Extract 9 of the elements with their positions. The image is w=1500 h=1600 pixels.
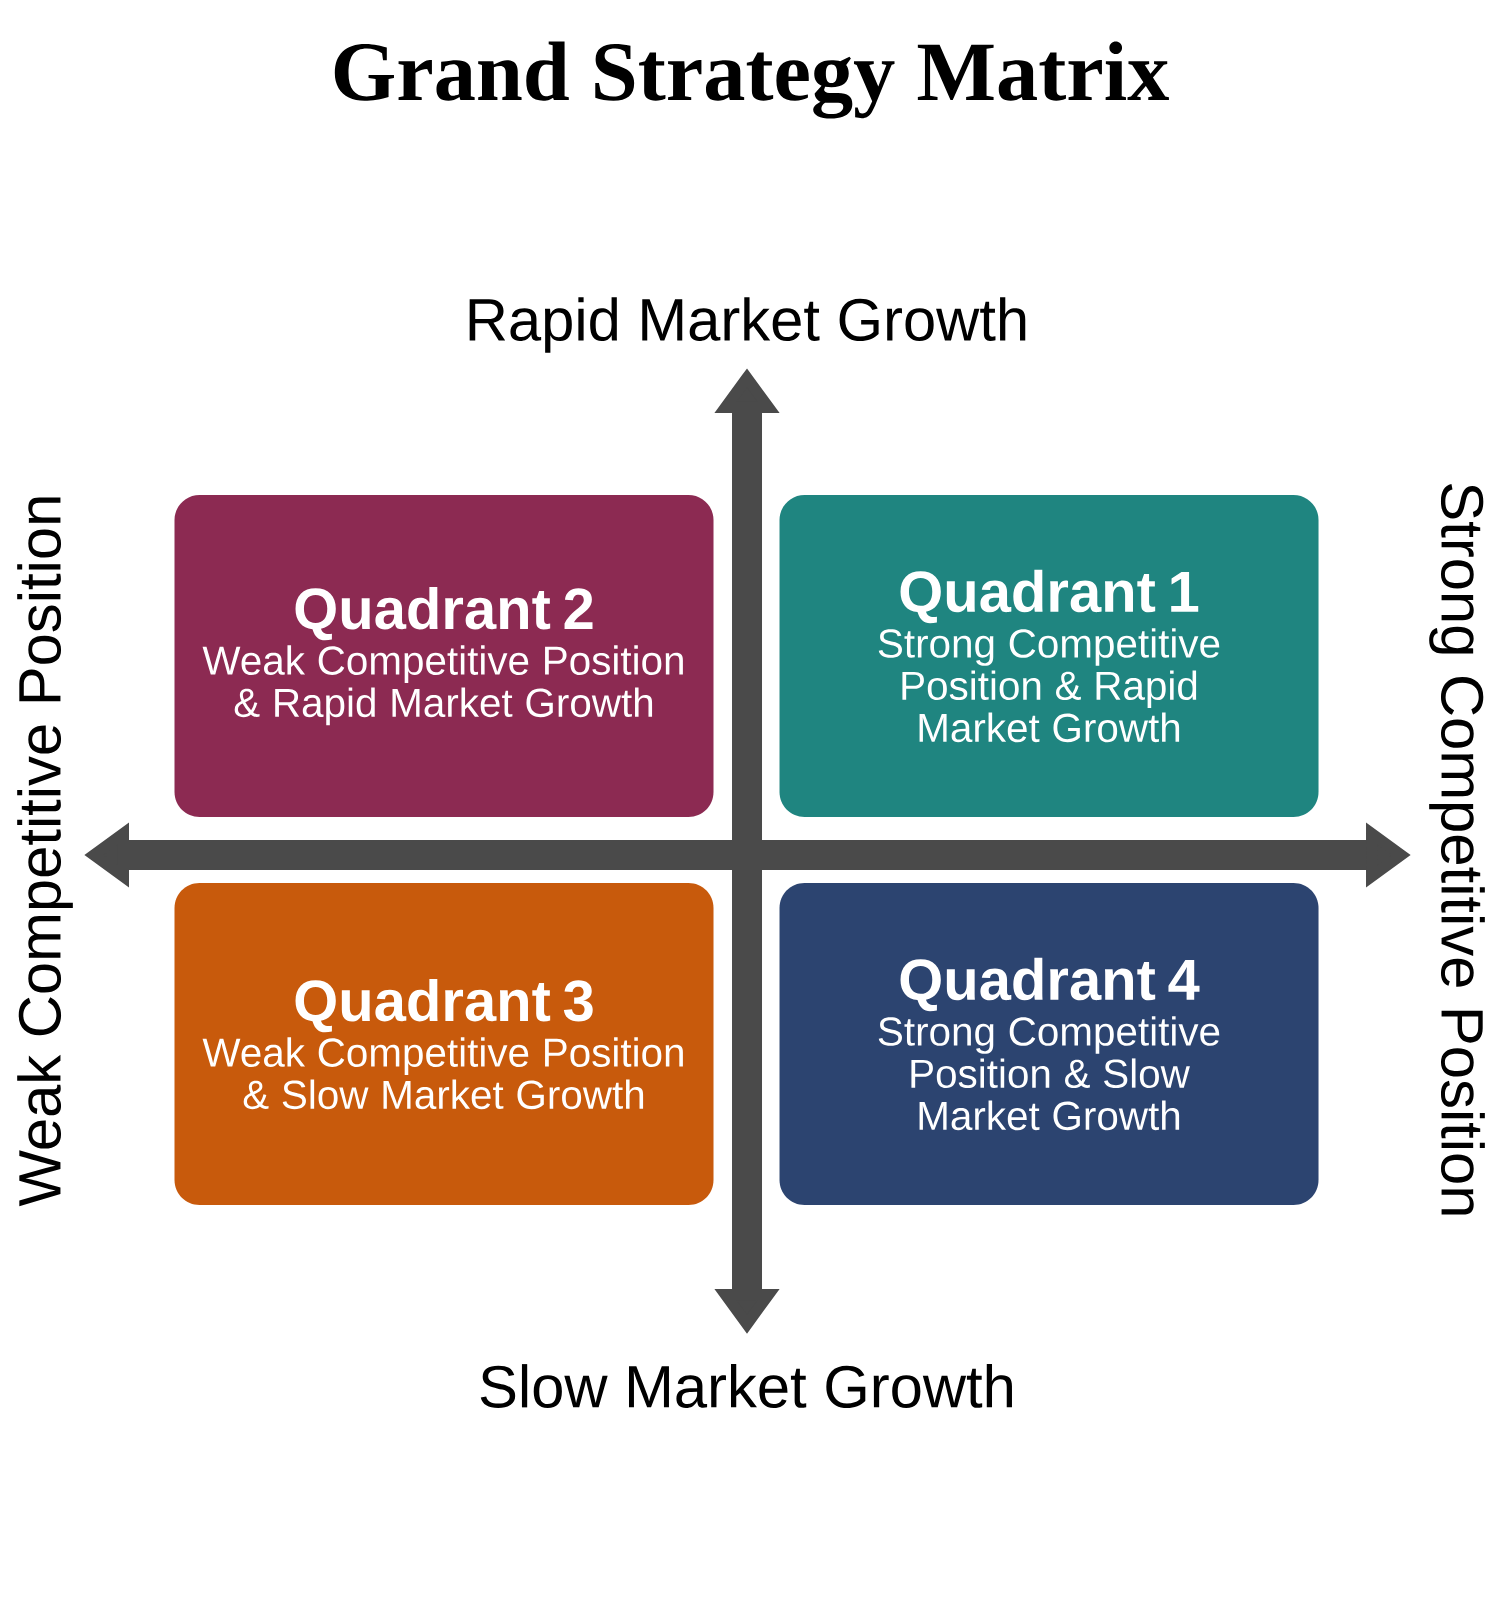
quadrant-box: Quadrant 1 Strong Competitive Position & Rapid Market Growth (779, 495, 1319, 817)
axis-label: Strong Competitive Position (1429, 484, 1485, 1215)
quadrant-box: Quadrant 4 Strong Competitive Position & Slow Market Growth (779, 883, 1319, 1205)
quadrant-box: Quadrant 2 Weak Competitive Position & Rapid Market Growth (174, 495, 714, 817)
axis-label: Weak Competitive Position (17, 497, 73, 1207)
axis-label: Slow Market Growth (480, 1364, 1012, 1408)
axis-label: Rapid Market Growth (469, 297, 1026, 353)
title: Grand Strategy Matrix (334, 41, 1169, 119)
quadrant-box: Quadrant 3 Weak Competitive Position & Slow Market Growth (174, 883, 714, 1205)
